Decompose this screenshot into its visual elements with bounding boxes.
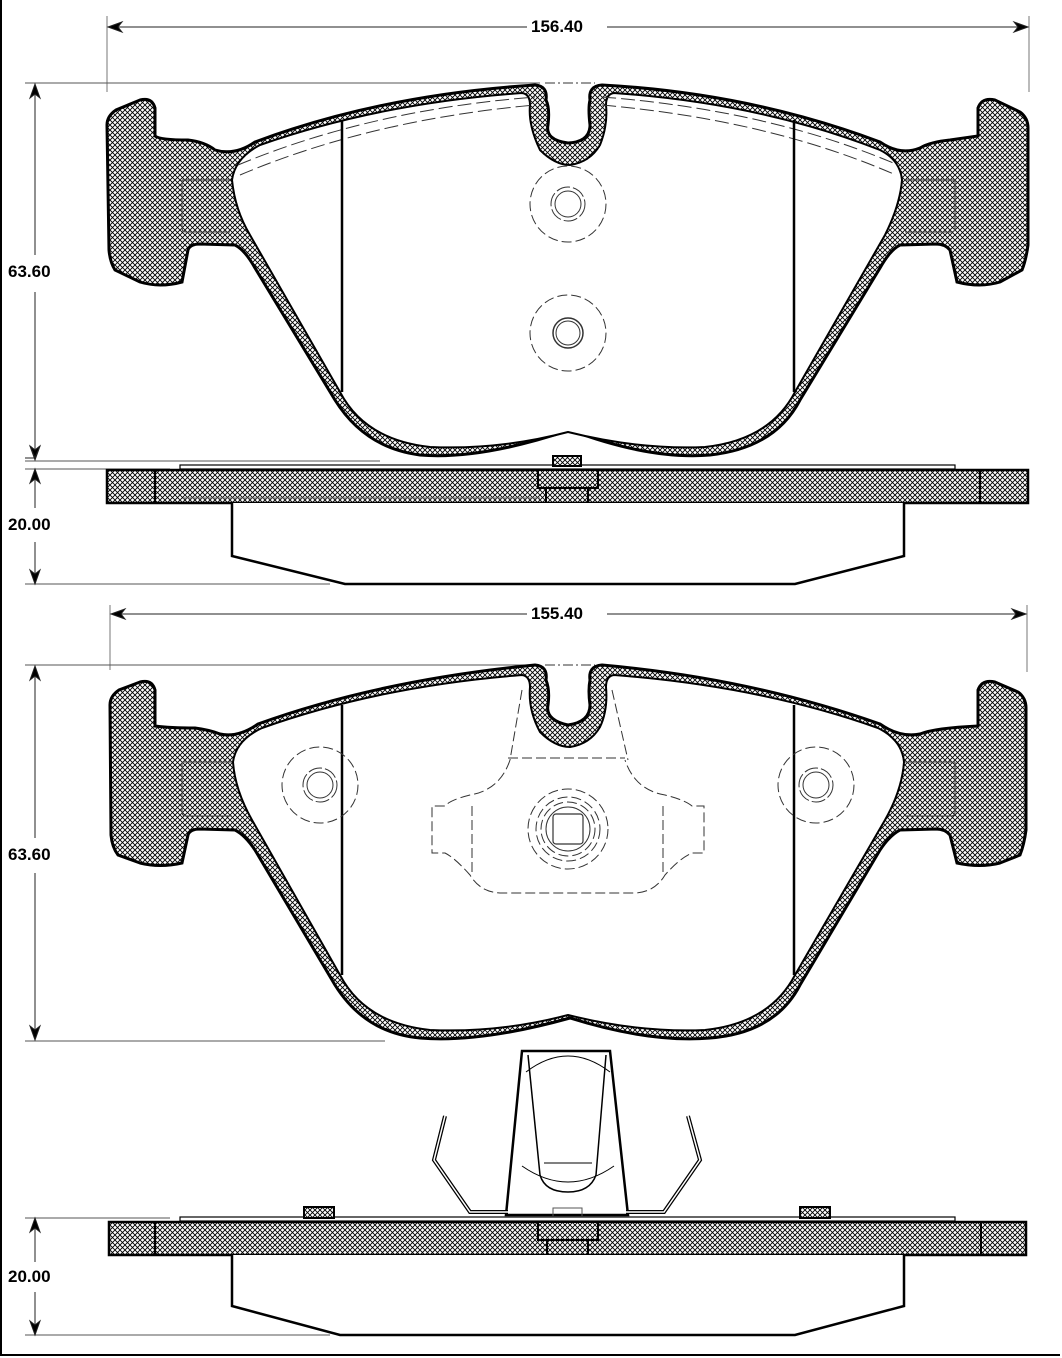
pad-2-thickness-label: 20.00 (4, 1267, 55, 1287)
pad-1-friction-material (230, 91, 904, 449)
pad-1-friction-profile (230, 503, 906, 586)
pad-2-side-view (25, 1049, 1028, 1337)
pad-1-height-dimension (25, 82, 540, 462)
pad-2-height-dimension (25, 664, 540, 1042)
pad-2-clip-outline (431, 689, 705, 894)
pad-1-thickness-label: 20.00 (4, 515, 55, 535)
pad-1-piston-mark-lower (529, 294, 607, 372)
pad-2-friction-profile (230, 1255, 906, 1337)
pad-1-side-view (25, 445, 1030, 586)
pad-2-side-circle-left (281, 746, 359, 824)
pad-1-height-label: 63.60 (4, 262, 55, 282)
pad-1-front-view (25, 16, 1030, 462)
pad-2-height-label: 63.60 (4, 845, 55, 865)
pad-2-thickness-dimension (25, 1216, 330, 1337)
pad-2-spring-clip (431, 1049, 703, 1217)
pad-2-front-view (25, 605, 1028, 1042)
pad-2-side-circle-right (777, 746, 855, 824)
pad-2-friction-material (231, 673, 906, 1032)
pad-1-width-label: 156.40 (527, 17, 587, 37)
pad-2-width-dimension (109, 605, 1028, 672)
pad-2-width-label: 155.40 (527, 604, 587, 624)
pad-1-piston-mark-upper (529, 165, 607, 243)
pad-1-width-dimension (106, 16, 1030, 92)
pad-2-clip-square (552, 813, 584, 845)
